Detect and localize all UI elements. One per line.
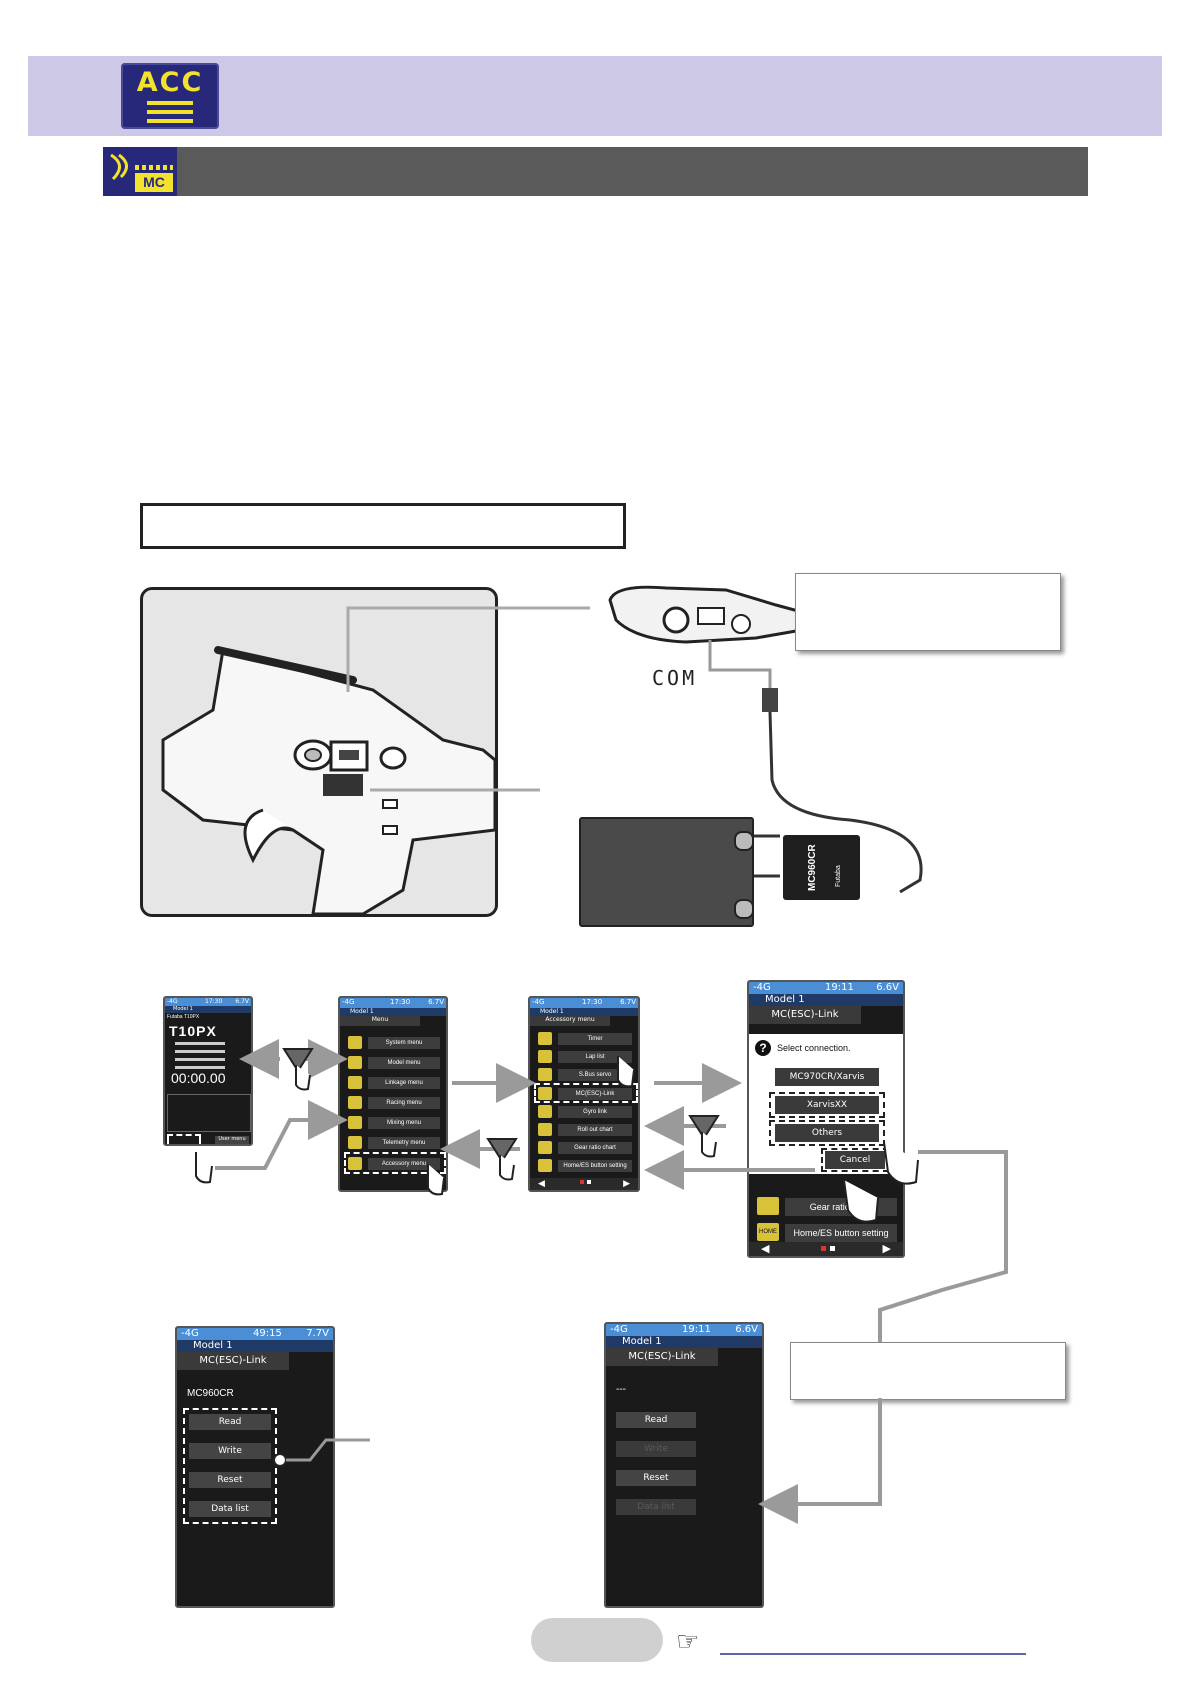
hand-tap-icon [420, 1160, 450, 1200]
hand-tap-icon [836, 1176, 886, 1232]
back-key-icon-2 [684, 1112, 724, 1162]
home-key-icon [278, 1045, 318, 1095]
hand-tap-icon [610, 1052, 640, 1092]
hand-tap-icon [188, 1148, 218, 1188]
pointing-hand-icon: ☞ [676, 1626, 699, 1657]
back-key-icon [482, 1135, 522, 1185]
reference-pill [531, 1618, 663, 1662]
reference-underline [720, 1653, 1026, 1655]
